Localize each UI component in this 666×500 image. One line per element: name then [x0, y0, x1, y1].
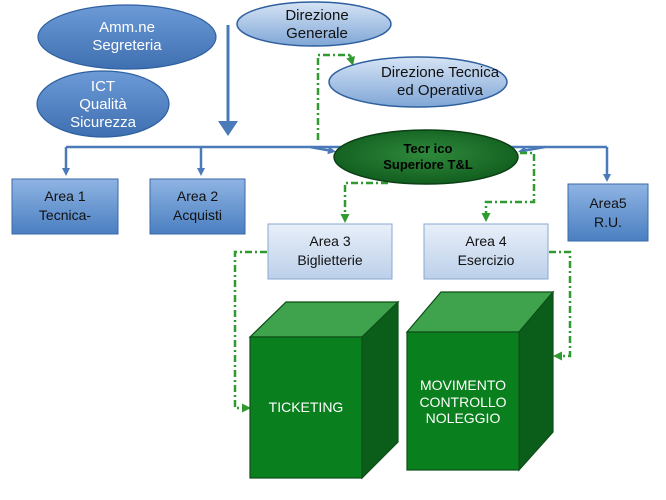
- area2-label-line2: Acquisti: [172, 207, 223, 223]
- area3-label: Area 3 Biglietterie: [268, 226, 392, 276]
- movimento-cube[interactable]: [405, 290, 555, 472]
- dt-label-line2: ed Operativa: [397, 82, 483, 99]
- connector-dg-to-dir-tecnica: [346, 54, 355, 66]
- connector-area3-to-ticketing: [233, 250, 267, 413]
- area1-label-line1: Area 1: [44, 188, 86, 205]
- tecnico-label-line1: Tecr ico: [403, 141, 453, 157]
- dt-label-line1: Direzione Tecnica: [380, 64, 500, 81]
- area4-label: Area 4 Esercizio: [424, 226, 548, 276]
- area1-label-line2: Tecnica-: [38, 207, 92, 223]
- amm-label-line2: Segreteria: [92, 37, 162, 54]
- amm-segreteria-label: Amm.ne Segreteria: [60, 15, 194, 59]
- direzione-generale-ellipse[interactable]: [236, 1, 392, 47]
- amm-label-line1: Amm.ne: [99, 19, 155, 36]
- area4-label-line2: Esercizio: [457, 252, 515, 268]
- arrow-from-tecnico: [518, 145, 546, 155]
- connector-tecnico-to-area4: [481, 151, 536, 222]
- area2-label-line1: Area 2: [176, 188, 219, 205]
- hierarchy-connectors: [62, 145, 611, 182]
- area5-label-line1: Area5: [589, 195, 627, 212]
- tecnico-superiore-ellipse[interactable]: [333, 129, 519, 185]
- movimento-label-line3: NOLEGGIO: [425, 410, 501, 427]
- area1-label: Area 1 Tecnica-: [12, 181, 118, 231]
- area3-box[interactable]: [267, 223, 393, 280]
- area4-label-line1: Area 4: [465, 233, 507, 250]
- connector-dg-to-tecnico: [316, 53, 350, 140]
- area5-label: Area5 R.U.: [568, 188, 648, 238]
- amm-segreteria-ellipse[interactable]: [37, 4, 217, 70]
- ict-qualita-sicurezza-label: ICT Qualità Sicurezza: [56, 74, 150, 136]
- movimento-label-line2: CONTROLLO: [419, 393, 507, 410]
- ict-label-line3: Sicurezza: [70, 114, 136, 131]
- area2-label: Area 2 Acquisti: [150, 181, 245, 231]
- ict-label-line1: ICT: [90, 78, 116, 95]
- tecnico-label-line2: Superiore T&L: [383, 157, 473, 172]
- tecnico-superiore-label: Tecr ico Superiore T&L: [360, 138, 496, 176]
- ticketing-label: TICKETING: [250, 392, 362, 422]
- movimento-label: MOVIMENTO CONTROLLO NOLEGGIO: [407, 370, 519, 434]
- area3-label-line2: Biglietterie: [297, 252, 363, 268]
- connector-area4-to-movimento: [549, 250, 572, 361]
- connector-tecnico-to-area3: [340, 181, 388, 223]
- area5-box[interactable]: [567, 183, 649, 242]
- ict-label-line2: Qualità: [79, 96, 127, 113]
- movimento-label-line1: MOVIMENTO: [419, 376, 507, 393]
- dg-label-line2: Generale: [286, 25, 348, 42]
- direzione-tecnica-label: Direzione Tecnica ed Operativa: [352, 62, 528, 102]
- dg-label-line1: Direzione: [285, 7, 349, 24]
- area2-box[interactable]: [149, 178, 246, 235]
- operational-connectors: [233, 53, 572, 413]
- area1-box[interactable]: [11, 178, 119, 235]
- direzione-generale-label: Direzione Generale: [254, 5, 380, 45]
- direzione-tecnica-ellipse[interactable]: [328, 56, 508, 108]
- area4-box[interactable]: [423, 223, 549, 280]
- ticketing-label-line1: TICKETING: [268, 398, 344, 415]
- area5-label-line2: R.U.: [594, 214, 622, 230]
- arrow-to-tecnico: [309, 145, 336, 155]
- area3-label-line1: Area 3: [309, 233, 351, 250]
- down-arrow-icon: [218, 25, 238, 136]
- ticketing-cube[interactable]: [248, 300, 400, 480]
- ict-qualita-sicurezza-ellipse[interactable]: [36, 70, 170, 138]
